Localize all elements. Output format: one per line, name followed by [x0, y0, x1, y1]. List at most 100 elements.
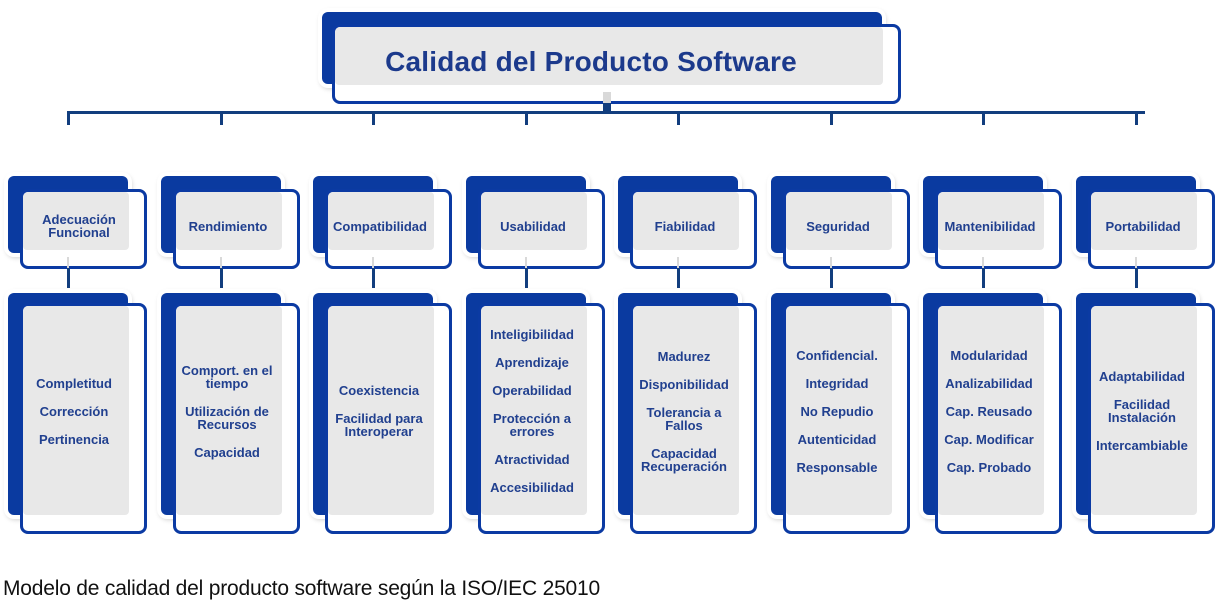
subcharacteristics-node-front [783, 303, 910, 534]
title-stem [603, 103, 611, 113]
subcharacteristics-node-fill [938, 306, 1044, 515]
characteristic-node-fill [938, 192, 1044, 250]
characteristic-stem [982, 268, 985, 288]
subcharacteristic-item: Corrección [39, 403, 109, 419]
characteristic-stem-light [67, 257, 69, 268]
subcharacteristic-item: Tolerancia a Fallos [646, 404, 722, 433]
characteristic-node-front [630, 189, 757, 269]
characteristic-stem-light [677, 257, 679, 268]
characteristic-stem-light [830, 257, 832, 268]
subcharacteristics-node-front [1088, 303, 1215, 534]
subcharacteristic-item: Adaptabilidad [1099, 369, 1185, 384]
characteristic-node-front [173, 189, 300, 269]
subcharacteristics-node-fill [176, 306, 282, 515]
characteristic-stem-light [525, 257, 527, 268]
subcharacteristic-item: Capacidad Recuperación [641, 445, 727, 474]
subcharacteristic-item: Coexistencia [338, 383, 420, 398]
bar-tick [220, 111, 223, 125]
bar-tick [677, 111, 680, 125]
subcharacteristics-node-fill [786, 306, 892, 515]
subcharacteristics-node-front [935, 303, 1062, 534]
subcharacteristic-item: Analizabilidad [945, 375, 1033, 391]
subcharacteristic-item: Facilidad para Interoperar [335, 411, 423, 439]
characteristic-node-front [20, 189, 147, 269]
characteristic-stem [525, 268, 528, 288]
subcharacteristic-item: Utilización de Recursos [185, 403, 269, 432]
characteristic-label: Usabilidad [478, 189, 588, 263]
characteristic-label: Compatibilidad [325, 189, 435, 263]
subcharacteristics-node-front [20, 303, 147, 534]
subcharacteristics-node-fill [23, 306, 129, 515]
subcharacteristic-item: Madurez [657, 348, 711, 364]
subcharacteristic-item: Capacidad [194, 444, 260, 460]
subcharacteristic-item: Cap. Reusado [945, 403, 1033, 419]
subcharacteristic-item: Modularidad [950, 347, 1028, 363]
characteristic-node-fill [1091, 192, 1197, 250]
bar-tick [830, 111, 833, 125]
characteristic-stem-light [982, 257, 984, 268]
subcharacteristic-item: Intercambiable [1096, 438, 1188, 453]
characteristic-node-front [325, 189, 452, 269]
characteristic-label: Portabilidad [1088, 189, 1198, 263]
characteristic-stem [67, 268, 70, 288]
characteristic-stem [372, 268, 375, 288]
characteristic-node-front [1088, 189, 1215, 269]
subcharacteristic-item: Comport. en el tiempo [181, 362, 273, 391]
subcharacteristics-node-front [478, 303, 605, 534]
characteristic-label: Rendimiento [173, 189, 283, 263]
characteristic-label: Seguridad [783, 189, 893, 263]
bar-tick [1135, 111, 1138, 125]
subcharacteristic-item: Autenticidad [797, 431, 877, 447]
bar-tick [525, 111, 528, 125]
characteristic-label-line: Fiabilidad [654, 218, 716, 234]
subcharacteristics-node-front [325, 303, 452, 534]
figure-caption: Modelo de calidad del producto software … [3, 577, 600, 600]
subcharacteristics-node-fill [633, 306, 739, 515]
subcharacteristic-item: Pertinencia [38, 431, 110, 447]
characteristic-stem [830, 268, 833, 288]
subcharacteristics-node-fill [328, 306, 434, 515]
subcharacteristic-item: Facilidad Instalación [1108, 397, 1176, 425]
characteristic-stem [220, 268, 223, 288]
bar-tick [982, 111, 985, 125]
subcharacteristic-item: No Repudio [800, 403, 874, 419]
characteristic-label-line: Adecuación [42, 212, 116, 227]
characteristic-label-line: Mantenibilidad [944, 218, 1036, 234]
subcharacteristic-item: Cap. Modificar [944, 431, 1034, 447]
characteristic-node-fill [786, 192, 892, 250]
page-title: Calidad del Producto Software [385, 46, 797, 77]
characteristic-node-fill [481, 192, 587, 250]
bar-tick [372, 111, 375, 125]
characteristic-label-line: Rendimiento [188, 218, 268, 234]
title-node-front [332, 24, 901, 104]
characteristic-label-line: Funcional [48, 225, 110, 240]
characteristic-node-front [783, 189, 910, 269]
subcharacteristic-item: Cap. Probado [946, 459, 1032, 475]
subcharacteristics-node-front [630, 303, 757, 534]
subcharacteristics-node-front [173, 303, 300, 534]
characteristic-label-line: Compatibilidad [333, 218, 427, 234]
characteristic-node-front [935, 189, 1062, 269]
subcharacteristic-item: Confidencial. [796, 347, 878, 363]
subcharacteristics-node-fill [1091, 306, 1197, 515]
subcharacteristic-item: Protección a errores [492, 411, 572, 439]
subcharacteristic-item: Operabilidad [492, 383, 572, 398]
bar-tick [67, 111, 70, 125]
title-node-fill [335, 27, 883, 85]
connector-bar [67, 111, 1145, 114]
characteristic-label-line: Portabilidad [1105, 218, 1181, 234]
characteristic-label: Fiabilidad [630, 189, 740, 263]
title-stem-light [603, 92, 611, 104]
characteristic-stem-light [220, 257, 222, 268]
subcharacteristic-item: Integridad [805, 375, 869, 391]
characteristic-stem-light [1135, 257, 1137, 268]
